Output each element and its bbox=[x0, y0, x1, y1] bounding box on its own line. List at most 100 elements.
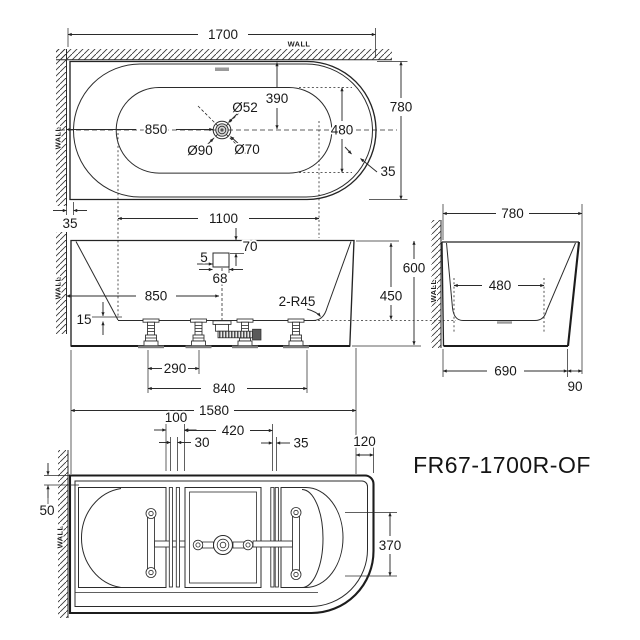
dim-label-waste-dia: Ø70 bbox=[234, 142, 260, 157]
top-view: WALL WALL Ø52 Ø90 Ø70 bbox=[53, 25, 414, 318]
front-view: WALL 70 5 68 15 bbox=[53, 228, 456, 474]
dim-total-height-600: 600 bbox=[352, 240, 427, 347]
bottom-wall-hatch bbox=[58, 450, 69, 618]
center-recess-inner bbox=[189, 491, 257, 584]
dim-label-overhang: 90 bbox=[567, 379, 582, 394]
dim-corner-radius: 2-R45 bbox=[277, 292, 321, 317]
foot-icon bbox=[185, 318, 212, 349]
dim-label-drain-dia: Ø52 bbox=[232, 100, 258, 115]
tub-rim-oval bbox=[72, 63, 374, 198]
dim-label-rail-offset: 100 bbox=[165, 410, 188, 425]
overflow-box bbox=[212, 252, 230, 268]
dim-label-rail-gap-right: 35 bbox=[293, 436, 308, 451]
dim-overflow-height-70: 70 bbox=[230, 228, 259, 266]
dim-floor-step-15: 15 bbox=[75, 302, 105, 335]
dim-label-base-length: 1580 bbox=[199, 403, 229, 418]
dim-overhang-90: 90 bbox=[566, 369, 584, 396]
dim-label-base-width: 690 bbox=[494, 364, 517, 379]
dim-label-wall-gap: 35 bbox=[62, 216, 77, 231]
model-code: FR67-1700R-OF bbox=[413, 452, 591, 478]
side-wall-hatch bbox=[431, 220, 442, 348]
dim-label-inner-width-top: 480 bbox=[331, 123, 354, 138]
dim-label-drain-wall-top: 850 bbox=[145, 122, 168, 137]
left-mount-bracket bbox=[145, 508, 193, 578]
dim-drain-dia: Ø52 bbox=[228, 98, 260, 123]
dim-label-floor-width: 480 bbox=[489, 278, 512, 293]
dim-label-feet-pitch: 290 bbox=[164, 361, 187, 376]
dim-label-rail-gap-left: 30 bbox=[194, 435, 209, 450]
dim-label-rim-offset: 50 bbox=[39, 503, 54, 518]
dim-rail-gap-right-35: 35 bbox=[261, 424, 310, 471]
bottom-inner-outline bbox=[74, 480, 369, 607]
bottom-view: 100 420 30 35 120 bbox=[38, 408, 403, 618]
dim-rail-gap-left-30: 30 bbox=[159, 433, 211, 471]
bottom-outer-outline bbox=[68, 474, 375, 615]
dim-overflow-width-68: 68 bbox=[199, 267, 243, 288]
dim-floor-width-480: 480 bbox=[453, 276, 545, 295]
dim-label-width-top: 780 bbox=[390, 100, 413, 115]
dim-label-overflow-lip: 5 bbox=[200, 250, 208, 265]
side-outline bbox=[441, 241, 581, 348]
dim-waste-dia: Ø70 bbox=[230, 136, 262, 159]
dim-label-length: 1700 bbox=[208, 27, 238, 42]
wall-label-side: WALL bbox=[429, 280, 438, 303]
wall-label-bottom: WALL bbox=[56, 526, 65, 549]
dim-label-bracket-span: 370 bbox=[379, 538, 402, 553]
center-recess bbox=[184, 487, 262, 588]
drain-trap-icon bbox=[212, 320, 262, 341]
wall-label-front: WALL bbox=[54, 277, 63, 300]
dim-width-780-top: 780 bbox=[369, 61, 414, 200]
side-waste-mark bbox=[497, 321, 512, 324]
wall-label-top: WALL bbox=[288, 40, 311, 49]
dim-wall-gap-35: 35 bbox=[53, 202, 87, 233]
dim-label-corner-radius: 2-R45 bbox=[279, 294, 316, 309]
foot-icon bbox=[138, 318, 164, 349]
right-well-arc bbox=[301, 489, 324, 588]
front-right-slope bbox=[312, 241, 352, 321]
dim-drain-wall-850-top: 850 bbox=[66, 120, 214, 139]
dim-corner-offset-120: 120 bbox=[351, 432, 378, 473]
adjustable-feet bbox=[138, 318, 309, 349]
dim-label-inner-depth: 450 bbox=[380, 289, 403, 304]
dim-rim-offset-50: 50 bbox=[38, 463, 79, 520]
dim-drain-back-390: 390 bbox=[264, 62, 290, 130]
tub-outer-outline bbox=[69, 60, 377, 201]
bottom-drain-icon bbox=[192, 535, 254, 555]
front-left-slope bbox=[75, 241, 119, 321]
top-wall-hatch bbox=[56, 49, 392, 206]
dim-label-overflow-dia: Ø90 bbox=[187, 143, 213, 158]
dim-label-overflow-width: 68 bbox=[212, 271, 227, 286]
dim-base-width-690: 690 bbox=[442, 349, 568, 380]
dim-width-780-side: 780 bbox=[442, 204, 583, 374]
right-recess bbox=[280, 487, 344, 588]
dim-rim-thickness-35: 35 bbox=[344, 146, 397, 181]
foot-icon bbox=[283, 318, 309, 349]
front-wall-hatch bbox=[56, 232, 67, 334]
dim-drain-wall-850-front: 850 bbox=[66, 287, 220, 305]
dim-label-floor-step: 15 bbox=[76, 312, 91, 327]
dim-bracket-span-370: 370 bbox=[345, 512, 403, 577]
dim-overflow-dia: Ø90 bbox=[185, 138, 215, 160]
dim-base-length-1580: 1580 bbox=[70, 348, 357, 474]
tub-inner-well bbox=[115, 87, 333, 174]
side-inner-profile bbox=[446, 242, 576, 321]
side-view: 780 WALL 480 690 bbox=[428, 204, 584, 396]
dim-label-width-side: 780 bbox=[501, 206, 524, 221]
dim-inner-width-480-top: 480 bbox=[299, 87, 355, 173]
dim-feet-span-840: 840 bbox=[147, 350, 308, 398]
dim-straight-1100: 1100 bbox=[117, 121, 320, 318]
dim-label-straight: 1100 bbox=[209, 211, 238, 226]
dim-inner-depth-450: 450 bbox=[318, 240, 456, 321]
dim-feet-pitch-290: 290 bbox=[147, 350, 200, 378]
dim-length-1700: 1700 bbox=[67, 25, 376, 58]
wall-label-top-left: WALL bbox=[54, 127, 63, 150]
dim-overflow-lip-5: 5 bbox=[197, 248, 213, 267]
dim-label-rim-thickness: 35 bbox=[380, 164, 395, 179]
overflow-slot bbox=[215, 67, 229, 71]
dim-label-rail-spacing: 420 bbox=[222, 423, 245, 438]
dim-label-total-height: 600 bbox=[403, 261, 426, 276]
bottom-rails bbox=[168, 487, 279, 588]
dim-label-feet-span: 840 bbox=[213, 381, 236, 396]
dim-rail-spacing-420: 420 bbox=[184, 421, 273, 440]
